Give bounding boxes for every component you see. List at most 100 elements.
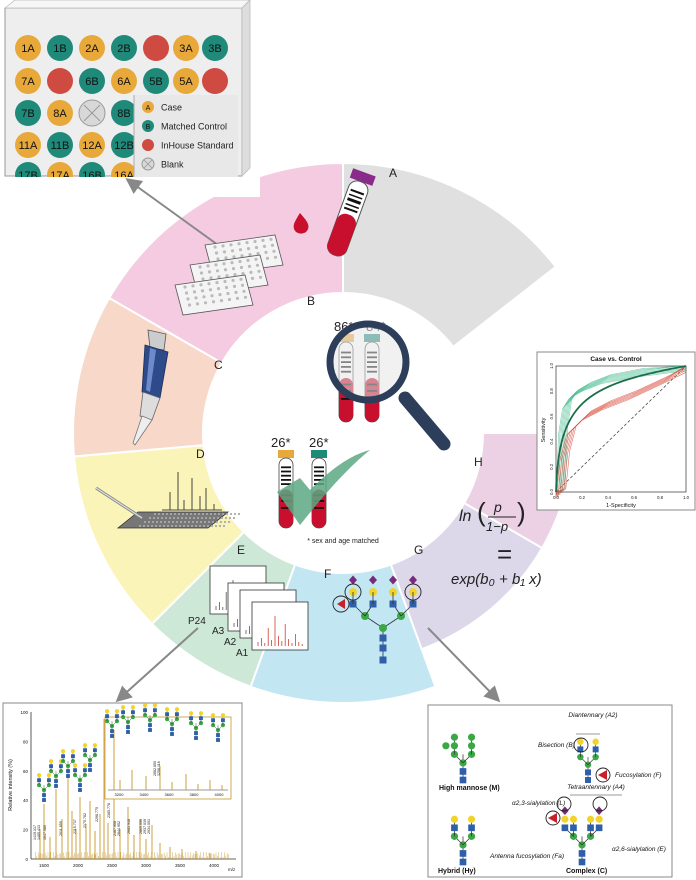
galactose-icon xyxy=(72,763,78,768)
glcnac-icon xyxy=(570,824,577,832)
glcnac-icon xyxy=(148,723,152,727)
roc-xtick: 0.8 xyxy=(657,495,663,500)
glcnac-icon xyxy=(71,754,75,759)
galactose-icon xyxy=(142,703,148,708)
spectrum-ytick: 40 xyxy=(23,798,29,803)
well-label: 3A xyxy=(179,43,193,55)
galactose-icon xyxy=(70,749,76,754)
glycan-annotation xyxy=(120,705,136,734)
well-label: 6B xyxy=(85,76,98,88)
plate-well xyxy=(79,68,105,94)
glcnac-icon xyxy=(561,824,569,832)
galactose-icon xyxy=(467,815,476,823)
glcnac-icon xyxy=(49,764,53,769)
galactose-icon xyxy=(450,815,459,823)
sialic-acid-icon xyxy=(349,575,357,585)
peak-label: 1485.413 xyxy=(37,825,41,840)
peak-label: 2934.001 xyxy=(147,819,151,834)
glcnac-icon xyxy=(585,777,591,783)
well-label: 2B xyxy=(117,43,130,55)
galactose-icon xyxy=(92,743,98,748)
glcnac-icon xyxy=(126,730,130,734)
well-label: 12B xyxy=(114,140,134,152)
sialic-acid-icon xyxy=(409,575,417,585)
glcnac-icon xyxy=(595,824,603,832)
glcnac-icon xyxy=(88,763,92,767)
plate-well xyxy=(111,35,137,61)
glcnac-icon xyxy=(42,793,46,797)
glycan-annotation xyxy=(210,713,226,742)
peak-label: 2011.859 xyxy=(59,821,63,836)
roc-ytick: 0.2 xyxy=(549,463,554,469)
glcnac-icon xyxy=(585,769,591,776)
galactose-icon xyxy=(586,815,595,823)
galactose-icon xyxy=(561,815,569,823)
mannose-icon xyxy=(379,624,387,632)
magnifier-icon xyxy=(326,320,451,451)
glycan-types-panel: High mannose (M) Hybrid (Hy) Complex (C)… xyxy=(427,704,673,878)
glcnac-icon xyxy=(110,729,114,733)
inset-xtick: 3200 xyxy=(115,792,125,797)
galactose-icon xyxy=(48,759,54,764)
well-label: 11B xyxy=(51,140,70,152)
plate-well xyxy=(47,68,73,94)
spectrum-ytick: 100 xyxy=(20,710,28,715)
glcnac-icon xyxy=(153,708,157,713)
glcnac-icon xyxy=(175,712,179,717)
plate-well xyxy=(111,68,137,94)
glcnac-icon xyxy=(66,774,70,778)
well-label: 12A xyxy=(82,140,102,152)
label-antenna-fucosylation: Antenna fucosylation (Fa) xyxy=(489,853,564,860)
galactose-icon xyxy=(130,705,136,710)
bisection-highlight xyxy=(573,737,589,753)
roc-ytick: 0.8 xyxy=(549,388,554,394)
arrow-to-glycans xyxy=(427,627,501,703)
hybrid-glycan xyxy=(450,815,476,866)
glcnac-icon xyxy=(216,733,220,737)
glycan-annotation xyxy=(60,749,76,778)
glycan-annotation xyxy=(164,707,180,736)
well-label: 6A xyxy=(117,76,131,88)
roc-mean-curve xyxy=(555,365,687,493)
svg-text:(: ( xyxy=(477,497,486,527)
legend-label: Blank xyxy=(161,160,184,170)
well-plates-illustration xyxy=(174,234,284,316)
galactose-icon xyxy=(82,743,88,748)
legend-symbol: B xyxy=(146,124,151,131)
galactose-icon xyxy=(114,709,120,714)
roc-ylabel: Sensitivity xyxy=(541,417,547,442)
glcnac-icon xyxy=(110,734,114,738)
label-diantennary: Diantennary (A2) xyxy=(568,712,617,719)
formula-rhs: exp(b₀ + b₁ x) xyxy=(451,571,542,588)
label-high-mannose: High mannose (M) xyxy=(439,785,500,792)
galactose-icon xyxy=(46,773,52,778)
roc-xtick: 0.0 xyxy=(553,495,559,500)
segment-d xyxy=(72,444,246,626)
diantennary-glycan xyxy=(577,738,599,783)
peak-label: 2115.737 xyxy=(73,819,77,834)
inset-xtick: 3600 xyxy=(165,792,175,797)
galactose-icon xyxy=(210,713,216,718)
inset-xtick: 3400 xyxy=(140,792,150,797)
spectrum-ytick: 60 xyxy=(23,769,29,774)
plate-well xyxy=(111,100,137,126)
label-complex: Complex (C) xyxy=(566,868,607,875)
glcnac-icon xyxy=(216,738,220,742)
peak-label: 2298.775 xyxy=(95,807,99,822)
glcnac-icon xyxy=(459,768,467,775)
galactose-icon xyxy=(60,749,66,754)
mannose-icon xyxy=(592,753,599,761)
glcnac-icon xyxy=(459,850,467,857)
galactose-icon xyxy=(592,738,599,745)
plate-well xyxy=(111,132,137,158)
spectrum-inset xyxy=(104,716,232,800)
well-label: 2A xyxy=(85,43,99,55)
spectrum-ytick: 0 xyxy=(25,857,28,862)
plate-well xyxy=(47,132,73,158)
plate-well xyxy=(143,68,169,94)
antenna-fucose-highlight xyxy=(545,810,561,826)
mannose-icon xyxy=(450,742,459,750)
glcnac-icon xyxy=(578,850,586,857)
checkmark-icon xyxy=(277,450,370,525)
glcnac-icon xyxy=(78,783,82,787)
